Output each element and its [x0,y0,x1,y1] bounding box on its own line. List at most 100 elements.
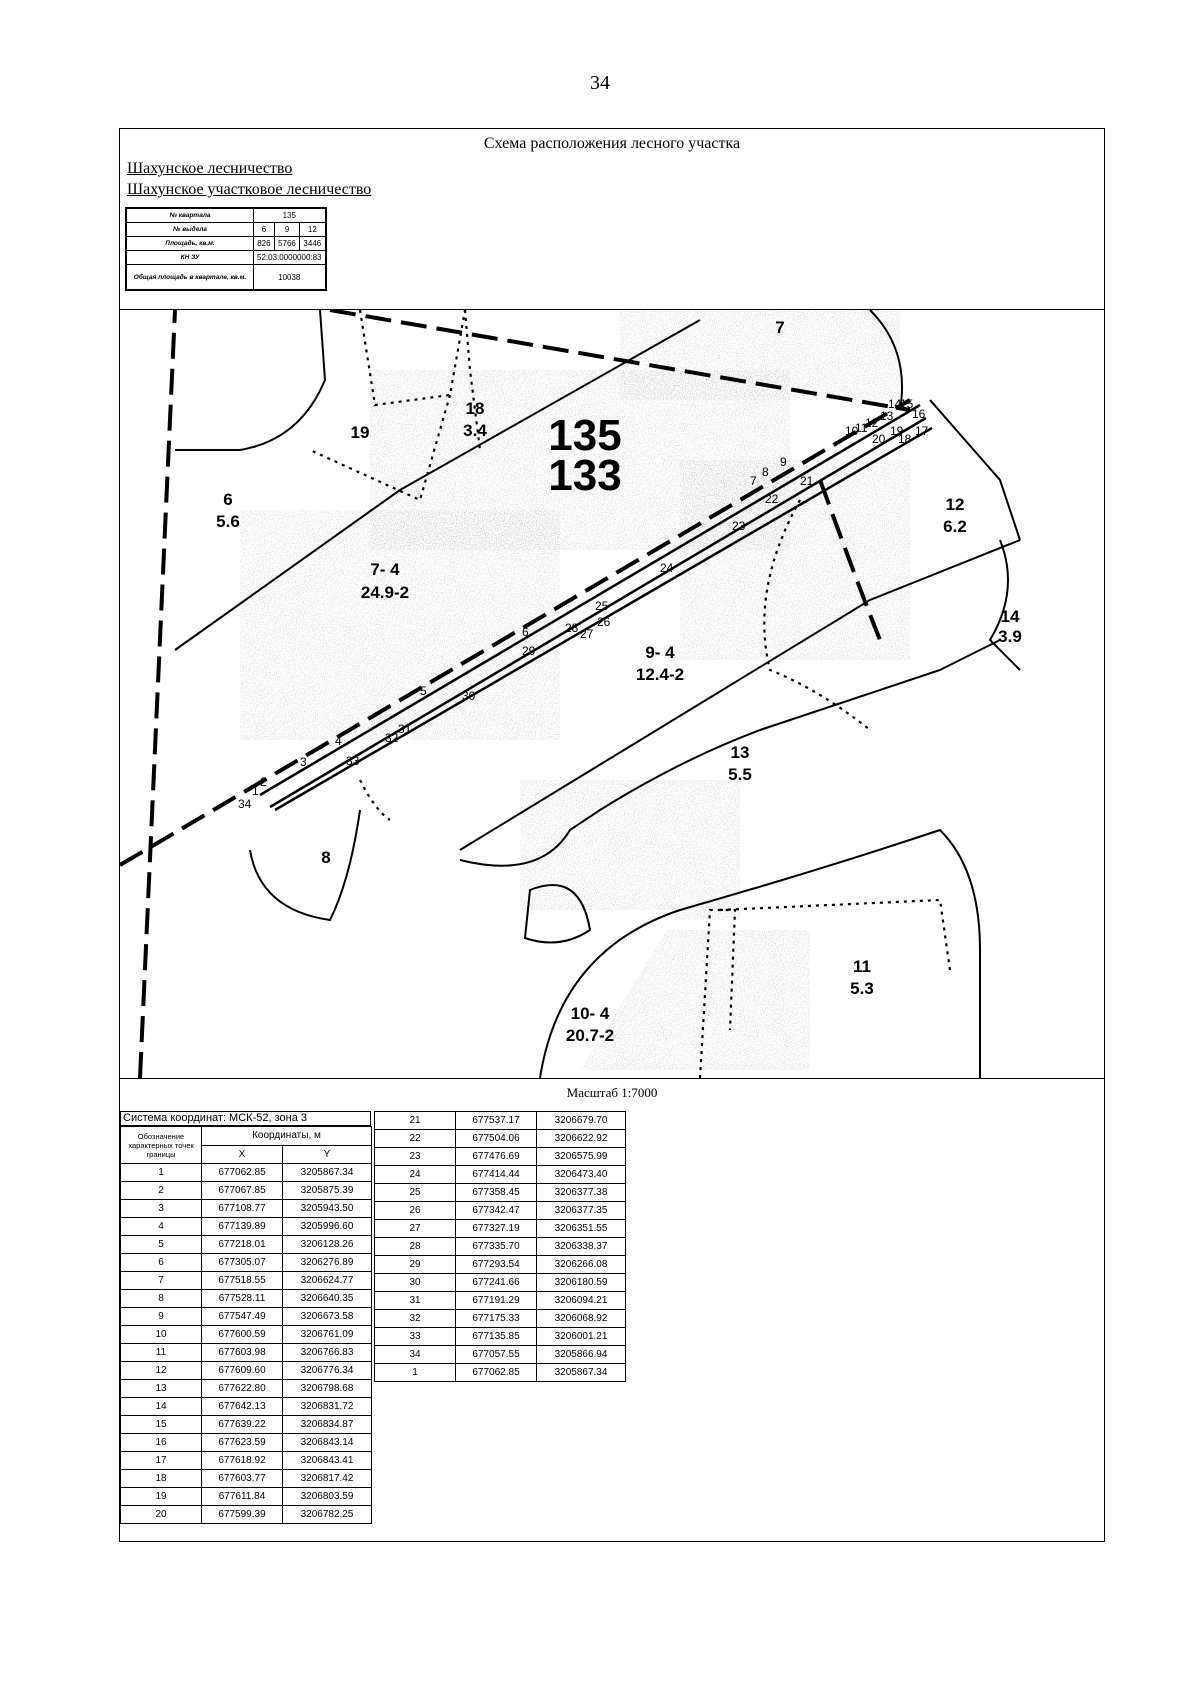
area-cell: 826 [253,236,275,251]
scheme-header: Схема расположения лесного участка Шахун… [120,129,1104,310]
plot-cell: 12 [299,222,327,237]
boundary-point-label: 11 [855,421,868,435]
plot-area: 5.5 [728,765,752,784]
x-cell: 677414.44 [455,1165,537,1184]
x-cell: 677342.47 [455,1201,537,1220]
quarter-number: 135 [548,411,621,460]
boundary-point-label: 6 [522,625,529,639]
y-cell: 3206276.89 [282,1253,372,1272]
y-cell: 3206679.70 [536,1111,626,1130]
x-cell: 677639.22 [201,1415,283,1434]
coordinate-system-label: Система координат: МСК-52, зона 3 [120,1111,371,1126]
plot-area: 6.2 [943,517,967,536]
x-cell: 677062.85 [455,1363,537,1382]
cadastral-label: КН ЗУ [125,250,254,265]
boundary-point-label: 7 [750,474,757,488]
area-cell: 5766 [273,236,301,251]
scheme-title: Схема расположения лесного участка [483,135,741,152]
boundary-point-label: 19 [890,424,904,438]
boundary-point-label: 18 [898,432,912,446]
y-cell: 3206843.14 [282,1433,372,1452]
point-id-cell: 8 [120,1289,202,1308]
y-cell: 3206673.58 [282,1307,372,1326]
point-id-cell: 28 [374,1237,456,1256]
y-cell: 3206798.68 [282,1379,372,1398]
y-cell: 3206782.25 [282,1505,372,1524]
plot-area: 3.9 [998,627,1022,646]
y-cell: 3205875.39 [282,1181,372,1200]
x-cell: 677241.66 [455,1273,537,1292]
y-cell: 3206473.40 [536,1165,626,1184]
y-cell: 3206377.38 [536,1183,626,1202]
plot-number: 6 [223,490,232,509]
x-cell: 677528.11 [201,1289,283,1308]
boundary-point-label: 8 [762,465,769,479]
boundary-point-label: 34 [238,797,252,811]
boundary-point-label: 9 [780,455,787,469]
y-cell: 3206761.09 [282,1325,372,1344]
boundary-point-label: 20 [872,432,886,446]
point-id-cell: 3 [120,1199,202,1218]
boundary-point-label: 17 [915,424,929,438]
point-id-cell: 7 [120,1271,202,1290]
point-id-cell: 6 [120,1253,202,1272]
plot-label: № выдела [125,222,254,237]
x-cell: 677603.77 [201,1469,283,1488]
point-id-cell: 24 [374,1165,456,1184]
point-id-cell: 10 [120,1325,202,1344]
boundary-point-label: 27 [580,627,594,641]
x-cell: 677327.19 [455,1219,537,1238]
y-cell: 3206776.34 [282,1361,372,1380]
x-cell: 677642.13 [201,1397,283,1416]
forest-map: 7 18 3.4 19 6 5.6 7- 4 24.9-2 12 6.2 14 … [120,310,1022,1078]
x-cell: 677139.89 [201,1217,283,1236]
area-label: Площадь, кв.м. [125,236,254,251]
x-cell: 677476.69 [455,1147,537,1166]
total-value: 10038 [252,264,327,291]
boundary-point-label: 23 [732,519,746,533]
y-cell: 3206128.26 [282,1235,372,1254]
plot-number: 13 [731,743,750,762]
total-label: Общая площадь в квартале, кв.м. [125,264,254,291]
boundary-point-label: 33 [346,754,360,768]
point-id-cell: 23 [374,1147,456,1166]
plot-area: 5.6 [216,512,240,531]
boundary-point-label: 12 [865,416,879,430]
point-id-cell: 33 [374,1327,456,1346]
y-cell: 3206766.83 [282,1343,372,1362]
x-cell: 677135.85 [455,1327,537,1346]
point-id-cell: 31 [374,1291,456,1310]
x-cell: 677335.70 [455,1237,537,1256]
plot-number: 7 [775,318,784,337]
y-cell: 3206817.42 [282,1469,372,1488]
y-cell: 3206831.72 [282,1397,372,1416]
y-cell: 3205867.34 [536,1363,626,1382]
y-cell: 3206068.92 [536,1309,626,1328]
plot-labels: 7 18 3.4 19 6 5.6 7- 4 24.9-2 12 6.2 14 … [216,318,1022,1045]
y-cell: 3206624.77 [282,1271,372,1290]
boundary-point-label: 26 [597,615,611,629]
boundary-point-label: 4 [335,734,342,748]
point-id-cell: 27 [374,1219,456,1238]
y-cell: 3206622.92 [536,1129,626,1148]
boundary-point-label: 28 [565,621,579,635]
x-cell: 677218.01 [201,1235,283,1254]
boundary-point-label: 32 [385,731,399,745]
point-id-cell: 15 [120,1415,202,1434]
plot-area: 5.3 [850,979,874,998]
